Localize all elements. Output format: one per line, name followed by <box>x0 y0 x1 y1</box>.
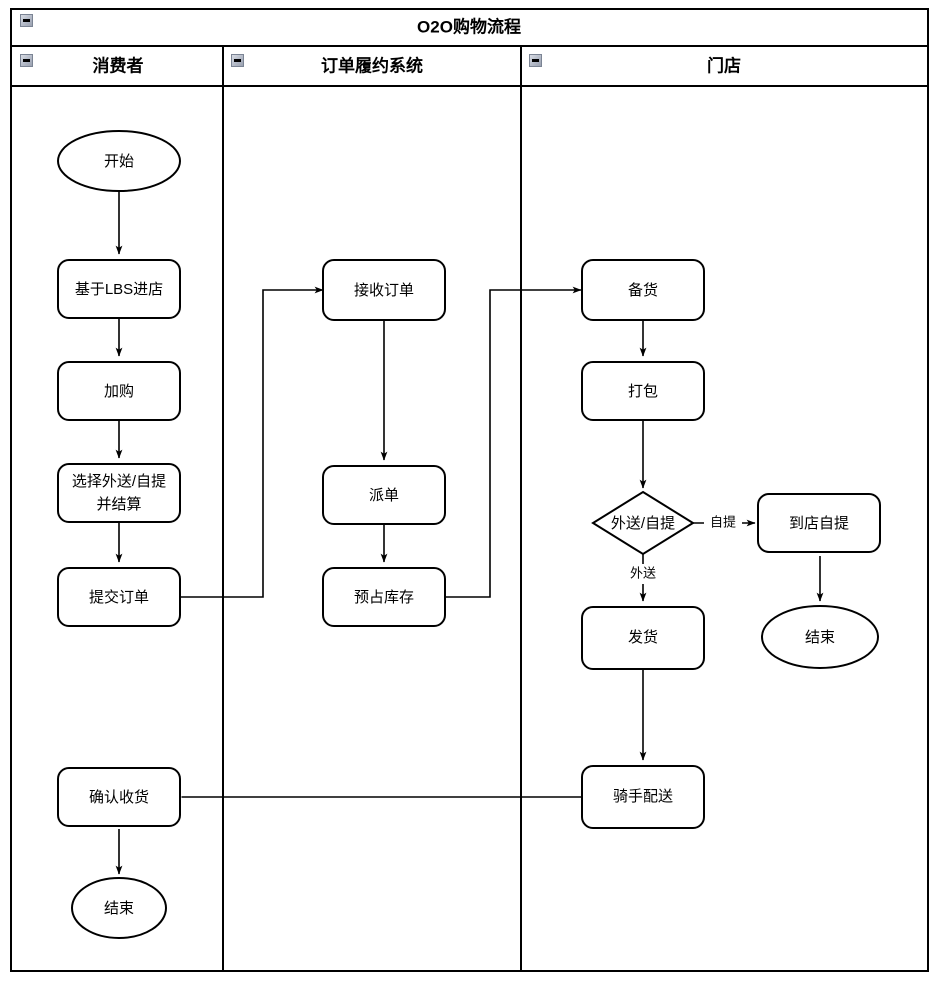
lane-collapse-icon-order-fulfillment[interactable] <box>231 54 244 67</box>
edge-label-self-pickup: 自提 <box>704 513 742 533</box>
node-receive-order[interactable]: 接收订单 <box>322 259 446 321</box>
node-confirm-receipt-label: 确认收货 <box>89 789 149 806</box>
node-end-store-label: 结束 <box>805 629 835 646</box>
node-packing[interactable]: 打包 <box>581 361 705 421</box>
minus-icon <box>532 59 539 62</box>
node-end-store[interactable]: 结束 <box>761 605 879 669</box>
node-prepare-goods[interactable]: 备货 <box>581 259 705 321</box>
node-decision-label: 外送/自提 <box>611 515 675 532</box>
node-rider-delivery-label: 骑手配送 <box>613 788 673 805</box>
node-prepare-goods-label: 备货 <box>628 282 658 299</box>
node-add-to-cart[interactable]: 加购 <box>57 361 181 421</box>
edge-reserve-stock-to-prepare-goods <box>445 286 582 598</box>
node-start[interactable]: 开始 <box>57 130 181 192</box>
edge-label-self-pickup-text: 自提 <box>710 514 736 529</box>
node-dispatch-order-label: 派单 <box>369 487 399 504</box>
node-receive-order-label: 接收订单 <box>354 282 414 299</box>
node-reserve-stock-label: 预占库存 <box>354 589 414 606</box>
node-decision-delivery-or-pickup[interactable]: 外送/自提 <box>591 490 695 556</box>
node-choose-delivery-line2: 并结算 <box>96 495 141 513</box>
node-submit-order[interactable]: 提交订单 <box>57 567 181 627</box>
node-start-label: 开始 <box>104 153 134 170</box>
node-ship[interactable]: 发货 <box>581 606 705 670</box>
node-end-consumer-label: 结束 <box>104 900 134 917</box>
edge-submit-order-to-receive-order <box>180 286 324 598</box>
node-packing-label: 打包 <box>628 383 658 400</box>
node-pickup-in-store[interactable]: 到店自提 <box>757 493 881 553</box>
node-ship-label: 发货 <box>628 629 658 646</box>
edge-label-delivery: 外送 <box>624 564 662 584</box>
node-confirm-receipt[interactable]: 确认收货 <box>57 767 181 827</box>
node-choose-delivery-line1: 选择外送/自提 <box>72 473 166 490</box>
minus-icon <box>23 59 30 62</box>
node-choose-delivery-or-pickup[interactable]: 选择外送/自提 并结算 <box>57 463 181 523</box>
node-dispatch-order[interactable]: 派单 <box>322 465 446 525</box>
pool-title: O2O购物流程 <box>417 16 521 36</box>
edge-label-delivery-text: 外送 <box>630 565 656 580</box>
pool-collapse-icon[interactable] <box>20 14 33 27</box>
node-rider-delivery[interactable]: 骑手配送 <box>581 765 705 829</box>
node-submit-order-label: 提交订单 <box>89 588 149 606</box>
node-lbs-enter-store[interactable]: 基于LBS进店 <box>57 259 181 319</box>
lane-title-store: 门店 <box>707 55 741 75</box>
node-reserve-stock[interactable]: 预占库存 <box>322 567 446 627</box>
node-end-consumer[interactable]: 结束 <box>71 877 167 939</box>
lane-title-order-fulfillment: 订单履约系统 <box>321 55 423 75</box>
minus-icon <box>23 19 30 22</box>
pool-frame <box>10 8 929 972</box>
lane-collapse-icon-store[interactable] <box>529 54 542 67</box>
lane-collapse-icon-consumer[interactable] <box>20 54 33 67</box>
node-pickup-in-store-label: 到店自提 <box>789 515 849 532</box>
minus-icon <box>234 59 241 62</box>
node-lbs-enter-store-label: 基于LBS进店 <box>75 281 163 298</box>
node-add-to-cart-label: 加购 <box>104 383 134 400</box>
lane-title-consumer: 消费者 <box>93 55 144 75</box>
